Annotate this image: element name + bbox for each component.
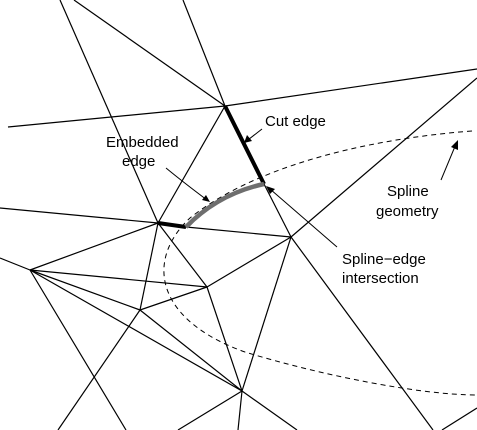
mesh-edge <box>157 222 208 288</box>
cut-edge-stub <box>157 221 187 229</box>
embedded-edge-label-line2: edge <box>122 153 155 170</box>
embedded-edge <box>184 181 265 229</box>
mesh-edge <box>29 269 243 392</box>
mesh-edge <box>0 257 31 271</box>
mesh-edge <box>182 0 226 107</box>
mesh-edge <box>29 269 141 311</box>
spline-geometry-arrowhead <box>451 140 458 150</box>
cut-edge-label: Cut edge <box>265 113 326 130</box>
mesh-edge <box>241 390 298 430</box>
mesh-edge <box>29 269 208 288</box>
intersection-arrow <box>269 188 338 248</box>
spline-geometry-label-line1: Spline <box>387 183 429 200</box>
mesh-edge <box>139 309 243 392</box>
mesh-edge <box>29 269 127 430</box>
mesh-edge <box>263 183 292 238</box>
mesh-edge <box>7 105 226 128</box>
mesh-edge <box>139 286 208 311</box>
annotation-arrows <box>165 128 458 248</box>
mesh-edge <box>177 390 243 430</box>
mesh-edge <box>29 222 159 271</box>
mesh-edge <box>185 226 292 238</box>
intersection-arrowhead <box>266 186 275 194</box>
spline-geometry-label-line2: geometry <box>376 203 439 220</box>
mesh-edge <box>290 236 434 430</box>
embedded-edge-label-line1: Embedded <box>106 134 179 151</box>
embedded-edge-arrow <box>165 167 208 201</box>
embedded-edge-arrowhead <box>202 195 210 202</box>
intersection-label-line2: intersection <box>342 270 419 287</box>
spline-geometry-arrow <box>440 143 457 181</box>
mesh-edge <box>59 0 159 224</box>
mesh-edge <box>57 309 141 430</box>
cut-edge-arrowhead <box>244 135 252 143</box>
mesh-edge <box>224 68 477 107</box>
mesh-edge <box>241 236 292 392</box>
mesh-edge <box>0 207 159 224</box>
mesh-edge <box>290 77 477 238</box>
mesh-edge <box>139 222 159 311</box>
mesh-edge <box>237 390 243 430</box>
cut-edge <box>223 105 266 185</box>
mesh-edge <box>73 0 226 107</box>
mesh-edge <box>206 236 292 288</box>
spline-curve <box>163 130 477 396</box>
mesh-edge <box>441 407 477 430</box>
mesh-edge <box>206 286 243 392</box>
intersection-label-line1: Spline−edge <box>342 251 426 268</box>
mesh-edge <box>157 105 226 224</box>
